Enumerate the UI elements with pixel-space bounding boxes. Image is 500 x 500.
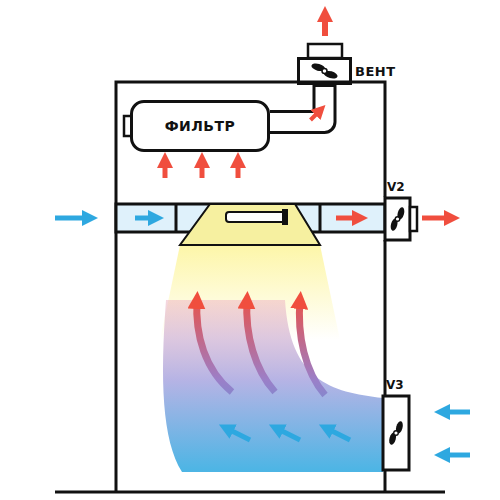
fan-label: V2 [387, 180, 405, 194]
intake-arrow [442, 410, 470, 415]
box-title: ФИЛЬТР [165, 118, 236, 134]
fan-name: ВЕНТ [355, 64, 396, 79]
filter-inflow-arrow [163, 160, 168, 178]
cabinet-wall [384, 240, 387, 395]
exhaust-arrow [422, 216, 452, 221]
airflow-area [163, 300, 383, 472]
fan-icon [388, 420, 404, 445]
intake-arrow [135, 216, 156, 221]
duct-joint [175, 204, 178, 232]
warm-air-arrow [299, 300, 325, 395]
fan-box [383, 396, 409, 470]
fan-outlet [308, 44, 342, 58]
fan-flange [410, 207, 417, 231]
cold-air-arrow [226, 428, 250, 440]
lamp-tube [226, 212, 286, 222]
fan-icon [311, 62, 339, 80]
exhaust-arrow [336, 216, 360, 221]
warm-air-arrow [247, 300, 275, 392]
cold-air-arrow [276, 428, 300, 440]
intake-arrow [442, 453, 470, 458]
filter-inflow-arrow [236, 160, 241, 178]
cabinet-wall [384, 470, 387, 492]
lamp-reflector [180, 204, 320, 245]
cabinet-wall [116, 82, 385, 492]
duct-flow-arrow [311, 110, 321, 120]
outlet-arrow [322, 14, 328, 36]
warm-air-arrow [197, 300, 232, 392]
fan-icon [389, 206, 405, 231]
duct-joint [319, 204, 322, 232]
fan-label: V3 [386, 378, 404, 392]
cold-air-arrow [326, 428, 350, 440]
intake-arrow [55, 216, 90, 221]
fan-box: ВЕНТ [297, 57, 352, 85]
filter-box: ФИЛЬТР [130, 100, 270, 152]
duct-inner [268, 87, 325, 122]
filter-inflow-arrow [200, 160, 205, 178]
lamp-cap [282, 209, 288, 225]
fan-box [385, 198, 410, 240]
